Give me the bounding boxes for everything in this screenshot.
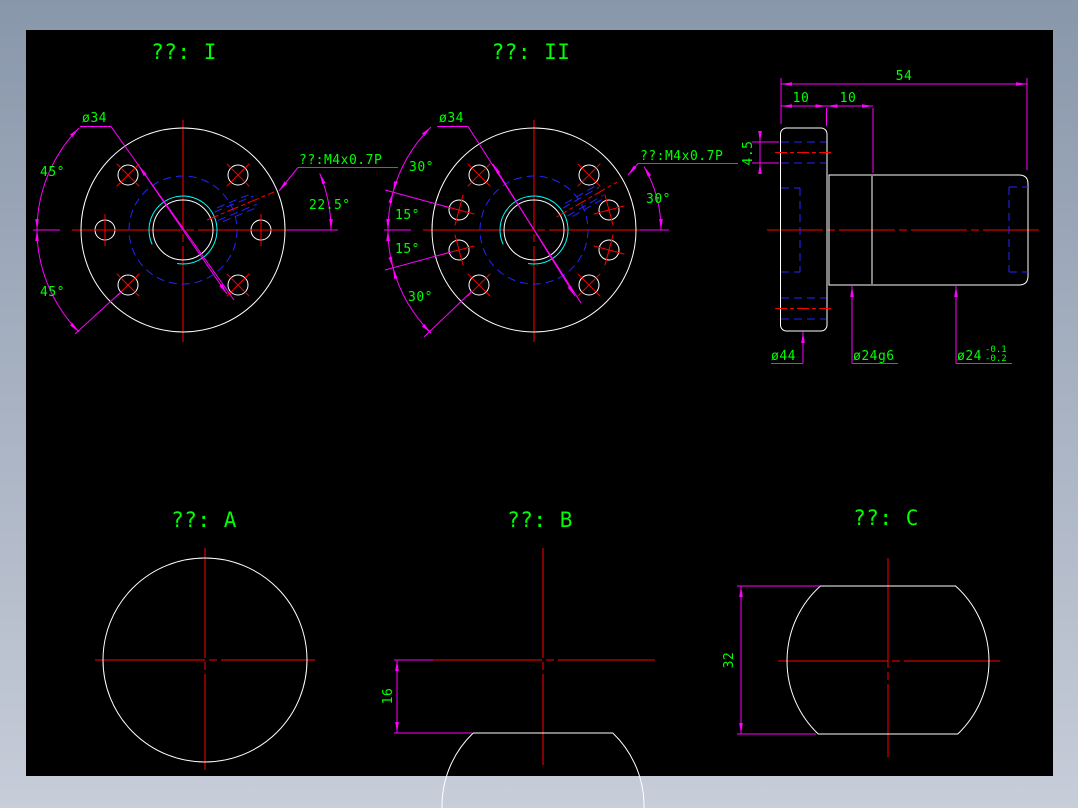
view-2-flange-face: ??: II ø34: [384, 40, 738, 342]
dim-text: 45°: [40, 285, 65, 300]
thread-callout-view2: ??:M4x0.7P: [627, 149, 738, 176]
tolerance-lower: -0.2: [985, 354, 1007, 364]
view-a-full-circle: ??: A: [95, 508, 315, 770]
dim-text: 54: [896, 69, 913, 84]
dim-text: ø34: [82, 111, 107, 126]
dim-bolt-circle-view1: ø34: [80, 111, 235, 301]
dim-bore-dia-tolerance: ø24 -0.1 -0.2: [954, 286, 1012, 364]
flange-outline: [780, 127, 828, 332]
dim-hole-4-5: 4.5: [741, 131, 779, 174]
dim-chain-10-10: 10 10: [781, 91, 874, 173]
tolerance-upper: -0.1: [985, 345, 1007, 355]
dim-text: 22.5°: [309, 198, 351, 213]
dim-text: ø24g6: [853, 349, 895, 364]
blank-outline-circle: [102, 557, 308, 763]
flatted-outline: [441, 732, 645, 808]
dim-text: 45°: [40, 165, 65, 180]
dim-angle-22-5: 22.5°: [287, 173, 351, 231]
dim-overall-length: 54: [780, 69, 1028, 170]
callout-text: ??:M4x0.7P: [640, 149, 723, 164]
callout-text: ??:M4x0.7P: [299, 153, 382, 168]
dim-text: 30°: [646, 192, 671, 207]
viewA-title: ??: A: [171, 508, 237, 532]
double-flat-outline: [786, 585, 990, 735]
view-c-double-flat: ??: C 32: [722, 506, 1000, 757]
dim-angle-30-right: 30°: [640, 166, 671, 231]
view-1-flange-face: ??: I ø34 45: [33, 40, 398, 342]
shaft-body-outline: [828, 174, 1029, 286]
dim-text: 10: [793, 91, 810, 106]
hidden-bolt-holes-section: [775, 141, 833, 320]
dim-text: 15°: [395, 242, 420, 257]
thread-callout-view1: ??:M4x0.7P: [278, 153, 398, 192]
dim-text: ø24: [957, 349, 982, 364]
view-b-single-flat: ??: B 16: [381, 508, 655, 808]
dim-text: 4.5: [741, 141, 756, 166]
viewC-title: ??: C: [853, 506, 919, 530]
dim-flange-dia: ø44: [771, 332, 805, 364]
drawing-canvas[interactable]: [26, 30, 1053, 776]
dim-angle-45-upper: 45°: [35, 127, 80, 231]
dim-text: 16: [381, 688, 396, 705]
hidden-bore-section: [781, 186, 1028, 273]
dim-text: ø34: [439, 111, 464, 126]
dim-flat-offset-16: 16: [381, 659, 472, 734]
flange-outline-circle: [431, 127, 637, 333]
view2-title: ??: II: [492, 40, 571, 64]
dim-text: 15°: [395, 208, 420, 223]
flange-outline-circle: [80, 127, 286, 333]
dim-text: ø44: [771, 349, 796, 364]
dim-flat-width-32: 32: [722, 585, 820, 735]
view1-title: ??: I: [151, 40, 217, 64]
viewB-title: ??: B: [507, 508, 573, 532]
dim-text: 32: [722, 652, 737, 669]
dim-angle-45-lower: 45°: [33, 229, 123, 335]
dim-text: 30°: [408, 290, 433, 305]
dim-text: 10: [840, 91, 857, 106]
dim-bolt-circle-view2: ø34: [437, 111, 582, 304]
dim-shaft-fit-dia: ø24g6: [850, 286, 898, 364]
section-view: 54 10 10 4.5 ø44 ø24g: [741, 69, 1041, 364]
dim-text: 30°: [409, 160, 434, 175]
dim-angles-left-view2: 30° 15° 15° 30°: [384, 126, 473, 338]
